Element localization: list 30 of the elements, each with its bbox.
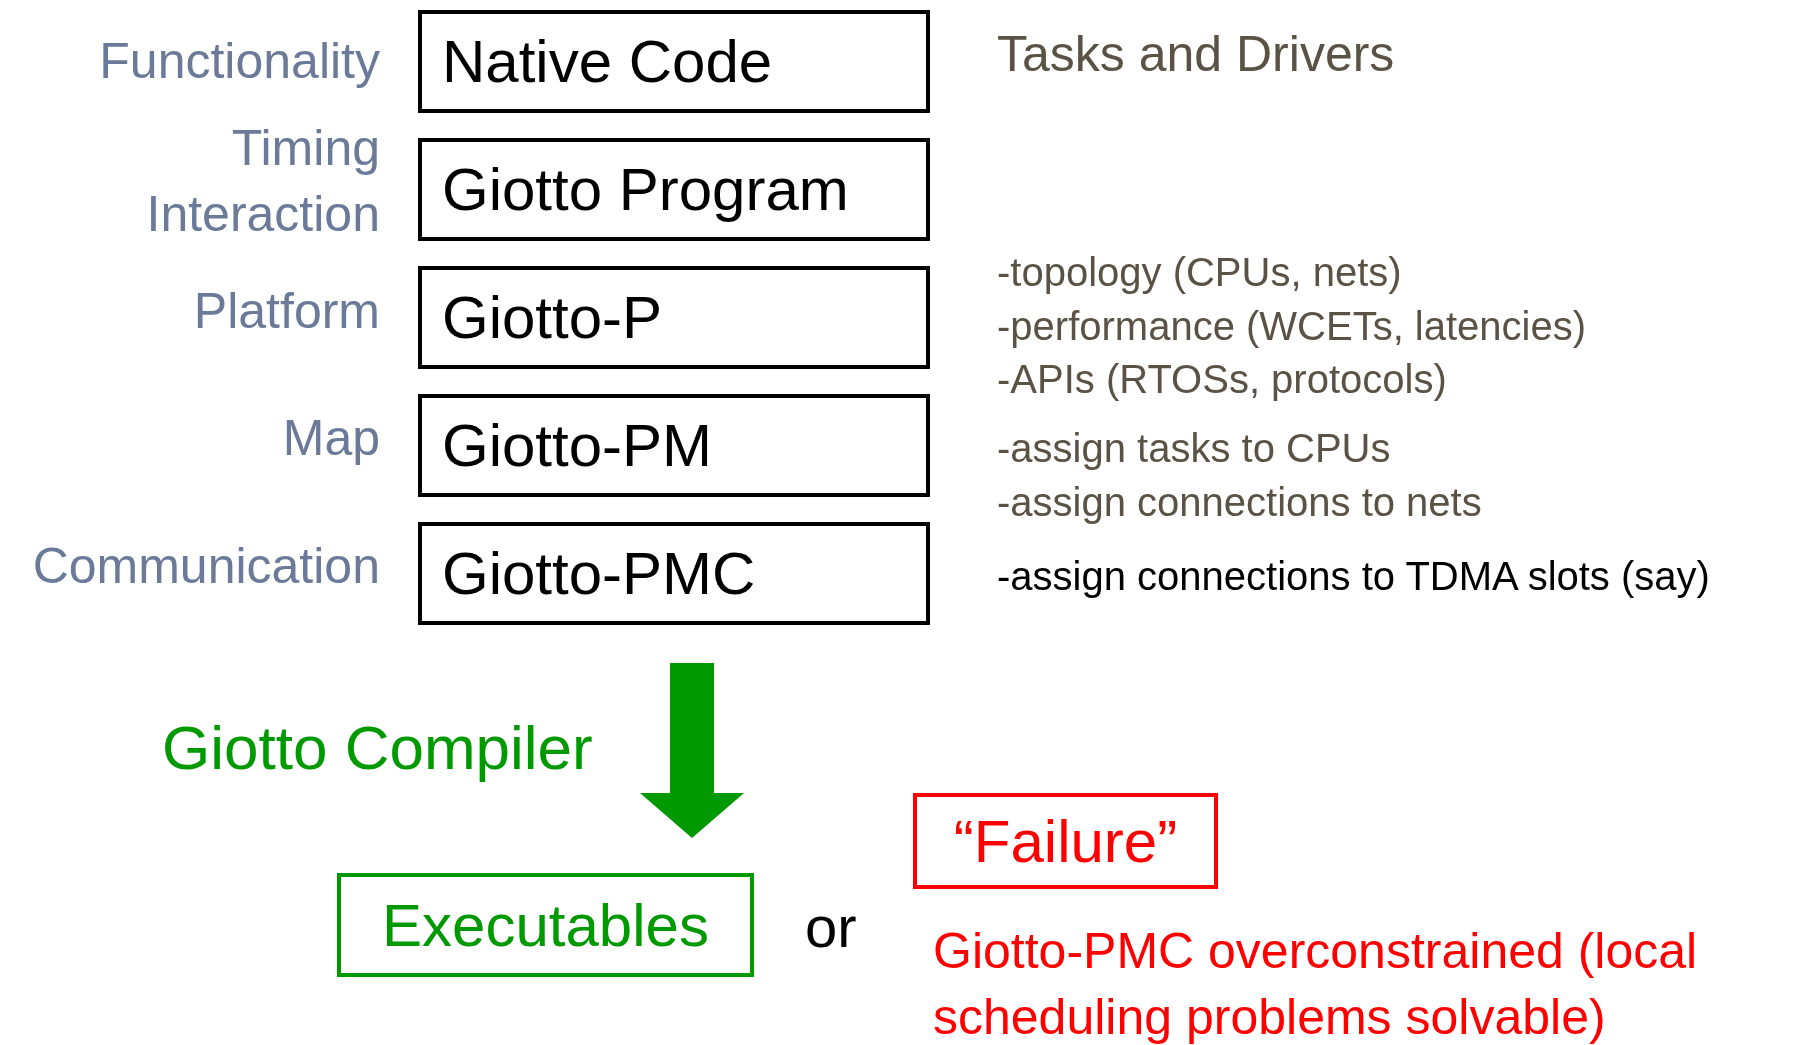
process-box (418, 10, 930, 113)
process-box (418, 394, 930, 497)
annotation-text: -performance (WCETs, latencies) (997, 304, 1587, 349)
arrow (640, 663, 744, 838)
annotation-text: -topology (CPUs, nets) (997, 250, 1402, 295)
box-label: Giotto-PMC (442, 539, 756, 608)
box-label: Giotto-P (442, 283, 663, 352)
layer-label: Map (281, 409, 380, 468)
annotation-text: -assign connections to TDMA slots (say) (997, 554, 1710, 599)
layer-label: Timing Interaction (145, 119, 380, 244)
layer-label: Functionality (98, 32, 380, 91)
edge-label: Giotto Compiler (162, 712, 593, 783)
process-box (418, 266, 930, 369)
process-box (913, 793, 1218, 889)
connector-word: or (805, 893, 857, 960)
box-label: Native Code (442, 27, 773, 96)
process-box (418, 138, 930, 241)
box-label: Executables (382, 890, 709, 960)
annotation-text: -APIs (RTOSs, protocols) (997, 357, 1447, 402)
annotation-text: -assign connections to nets (997, 480, 1482, 525)
process-box (337, 873, 754, 977)
annotation-text: Tasks and Drivers (997, 25, 1395, 83)
layer-label: Communication (31, 537, 380, 596)
annotation-text: -assign tasks to CPUs (997, 426, 1391, 471)
box-label: “Failure” (953, 806, 1178, 876)
layer-label: Platform (192, 282, 380, 341)
note-text: Giotto-PMC overconstrained (local scheduling problems solvable) (933, 922, 1699, 1045)
box-label: Giotto Program (442, 155, 849, 224)
box-label: Giotto-PM (442, 411, 713, 480)
process-box (418, 522, 930, 625)
